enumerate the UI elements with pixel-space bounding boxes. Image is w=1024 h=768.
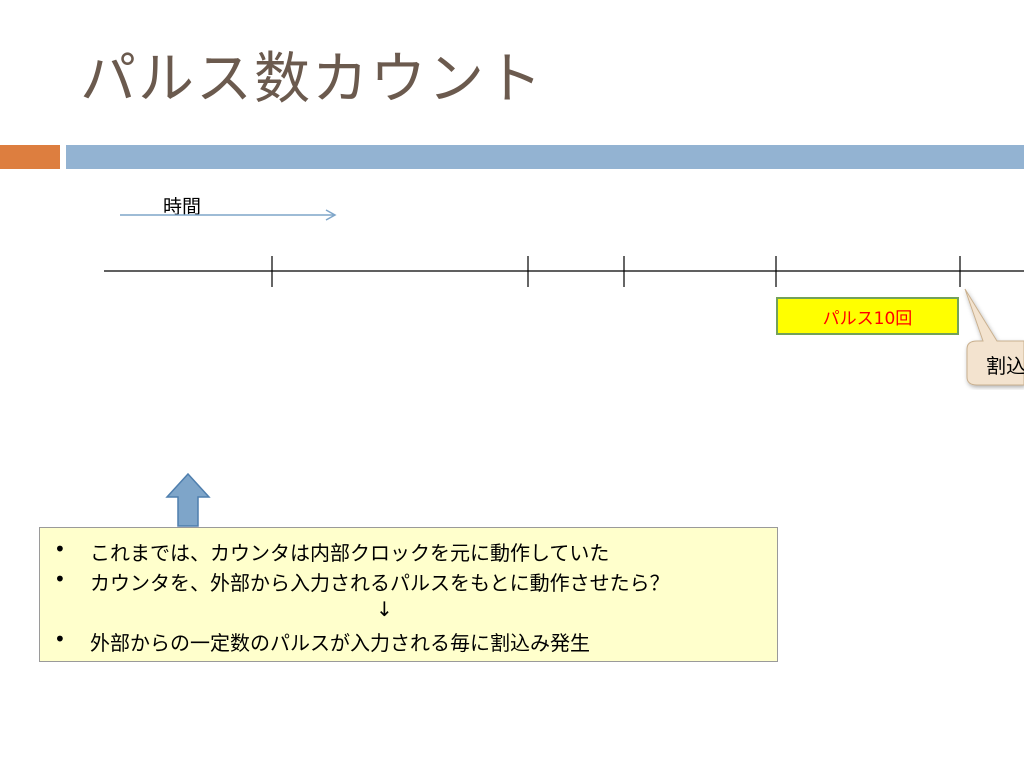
interrupt-callout	[964, 288, 1024, 386]
timeline	[104, 256, 1024, 287]
accent-bar-blue	[66, 145, 1024, 169]
down-arrow-icon: ↓	[376, 597, 393, 621]
bullet: •	[54, 537, 66, 561]
note-line-3: 外部からの一定数のパルスが入力される毎に割込み発生	[90, 631, 590, 655]
up-arrow-icon	[165, 472, 211, 527]
right-arrow-icon	[120, 209, 337, 221]
note-line-1: これまでは、カウンタは内部クロックを元に動作していた	[90, 541, 610, 565]
pulse-count-box: パルス10回	[776, 297, 959, 335]
interrupt-callout-text: 割込み	[986, 354, 1024, 378]
slide-title: パルス数カウント	[80, 47, 544, 112]
explanation-note: • これまでは、カウンタは内部クロックを元に動作していた • カウンタを、外部か…	[39, 527, 778, 662]
bullet: •	[54, 567, 66, 591]
time-label: 時間	[163, 196, 202, 218]
note-line-2: カウンタを、外部から入力されるパルスをもとに動作させたら？	[90, 571, 670, 595]
accent-bar-orange	[0, 145, 60, 169]
bullet: •	[54, 627, 66, 651]
